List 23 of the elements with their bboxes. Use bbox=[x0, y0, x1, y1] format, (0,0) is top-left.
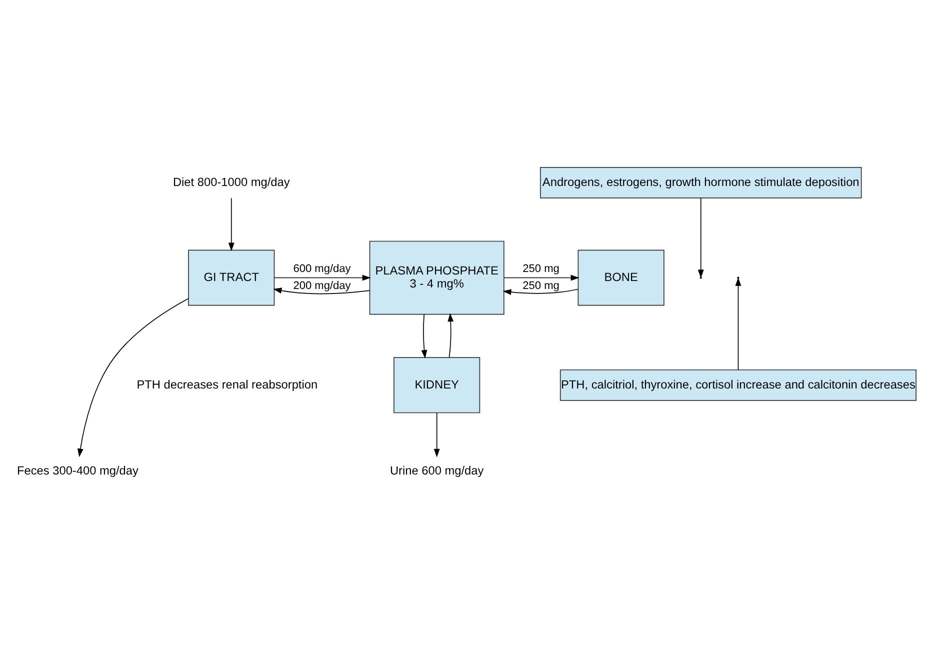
node-box: PTH, calcitriol, thyroxine, cortisol increase and calcitonin decreases bbox=[560, 368, 916, 400]
arrow bbox=[434, 412, 440, 457]
arrow bbox=[421, 313, 428, 358]
node-box: Androgens, estrogens, growth hormone stimulate deposition bbox=[540, 166, 862, 198]
node-text: Feces 300-400 mg/day bbox=[16, 462, 138, 477]
node-box: GI TRACT bbox=[188, 249, 275, 306]
edge-label: 600 mg/day bbox=[293, 262, 351, 275]
arrow bbox=[502, 288, 578, 295]
edge-label: 250 mg bbox=[522, 280, 560, 292]
edge-label: 250 mg bbox=[522, 262, 560, 275]
node-box: BONE bbox=[578, 249, 664, 306]
arrow bbox=[77, 298, 189, 457]
edge-label: 200 mg/day bbox=[293, 280, 351, 292]
arrow bbox=[228, 197, 234, 251]
node-text: Urine 600 mg/day bbox=[390, 462, 484, 477]
node-text: Diet 800-1000 mg/day bbox=[172, 174, 290, 188]
arrow bbox=[448, 312, 454, 358]
label: PTH decreases renal reabsorption bbox=[136, 376, 318, 391]
node-box: KIDNEY bbox=[394, 356, 480, 413]
arrow bbox=[504, 274, 580, 280]
node-box: PLASMA PHOSPHATE 3 - 4 mg% bbox=[369, 240, 504, 314]
arrow bbox=[273, 287, 370, 294]
arrow bbox=[274, 274, 371, 280]
